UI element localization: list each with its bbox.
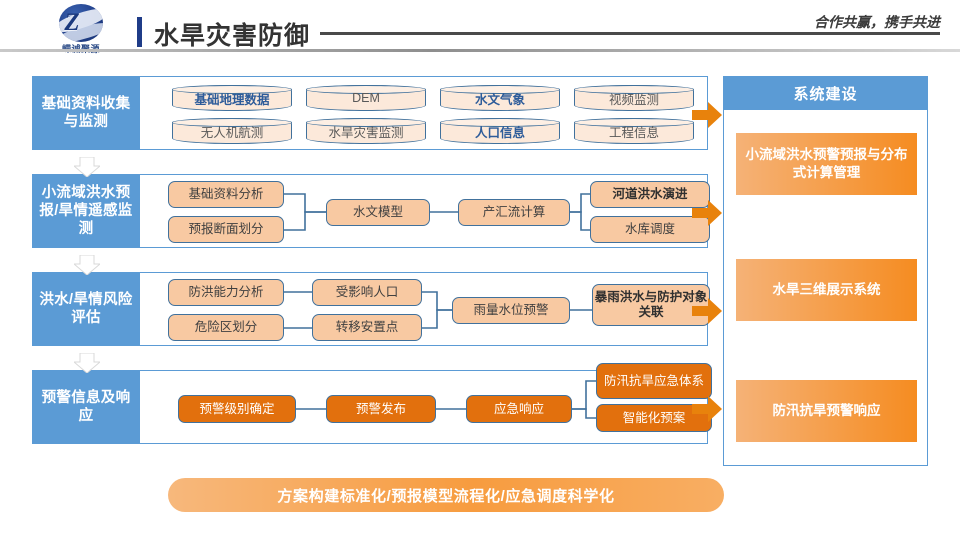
- system-construction-panel: 系统建设 小流域洪水预警预报与分布式计算管理 水旱三维展示系统 防汛抗旱预警响应: [723, 76, 928, 466]
- node-affected-population[interactable]: 受影响人口: [312, 279, 422, 306]
- node-label: 智能化预案: [622, 410, 686, 425]
- row-body-forecast: 基础资料分析 预报断面划分 水文模型 产汇流计算 河道洪水演进 水库调度: [140, 174, 710, 248]
- cylinder-top: [440, 85, 560, 94]
- node-flood-drought-monitoring[interactable]: 水旱灾害监测: [306, 118, 426, 144]
- node-label: 预警发布: [355, 401, 406, 416]
- arrow-to-system-3: [692, 298, 722, 324]
- cylinder-top: [574, 118, 694, 127]
- node-hazard-zone-division[interactable]: 危险区划分: [168, 314, 284, 341]
- node-label: 水文气象: [474, 92, 525, 107]
- node-warning-level[interactable]: 预警级别确定: [178, 395, 296, 423]
- node-storm-flood-protection-link[interactable]: 暴雨洪水与防护对象关联: [592, 284, 710, 326]
- node-label: 基础资料分析: [188, 187, 264, 201]
- company-logo: Z 嵘诚聚源: [50, 4, 112, 54]
- node-basic-data-analysis[interactable]: 基础资料分析: [168, 181, 284, 208]
- cylinder-top: [172, 118, 292, 127]
- node-label: 产汇流计算: [482, 205, 546, 219]
- row-label-forecast: 小流域洪水预报/旱情遥感监测: [32, 174, 140, 248]
- node-label: 预警级别确定: [199, 401, 275, 416]
- node-label: 人口信息: [474, 125, 525, 140]
- arrow-to-system-4: [692, 396, 722, 422]
- row3-connectors: [284, 291, 592, 329]
- node-label: 工程信息: [608, 125, 659, 140]
- panel-item-3d-display[interactable]: 水旱三维展示系统: [736, 259, 917, 321]
- title-accent-bar: [137, 17, 142, 47]
- process-flow: 基础资料收集与监测 基础地理数据 DEM 水文气象 视频监测: [32, 76, 722, 468]
- row4-connectors: [296, 380, 596, 419]
- row2-connectors: [284, 193, 590, 231]
- node-label: 应急响应: [493, 401, 544, 416]
- down-arrow-2: [74, 255, 100, 275]
- node-dem[interactable]: DEM: [306, 85, 426, 111]
- bottom-banner: 方案构建标准化/预报模型流程化/应急调度科学化: [168, 478, 724, 512]
- node-label: 无人机航测: [200, 125, 264, 140]
- page-header: Z 嵘诚聚源 水旱灾害防御 合作共赢，携手共进: [0, 0, 960, 58]
- arrow-to-system-2: [692, 200, 722, 226]
- row-body-data-collection: 基础地理数据 DEM 水文气象 视频监测 无人机航测: [140, 76, 708, 150]
- node-uav-survey[interactable]: 无人机航测: [172, 118, 292, 144]
- cylinder-top: [306, 85, 426, 94]
- panel-item-warning-response[interactable]: 防汛抗旱预警响应: [736, 380, 917, 442]
- logo-letter: Z: [64, 9, 80, 36]
- node-label: 防洪能力分析: [188, 285, 264, 299]
- row-label-warning-response: 预警信息及响应: [32, 370, 140, 444]
- page-title: 水旱灾害防御: [154, 22, 311, 50]
- node-label: 暴雨洪水与防护对象关联: [594, 290, 708, 319]
- flow-row-warning-response: 预警信息及响应 预警级别确定 预警发布 应急响应 防汛抗旱应急体系 智能化预案: [32, 353, 722, 444]
- flow-row-forecast: 小流域洪水预报/旱情遥感监测 基础资料分析 预报断面划分 水文模型 产汇流计算 …: [32, 157, 722, 248]
- node-label: DEM: [352, 91, 380, 105]
- flow-row-data-collection: 基础资料收集与监测 基础地理数据 DEM 水文气象 视频监测: [32, 76, 722, 150]
- node-label: 受影响人口: [335, 285, 399, 299]
- node-label: 视频监测: [608, 92, 659, 107]
- row-label-risk-assessment: 洪水/旱情风险评估: [32, 272, 140, 346]
- flow-row-risk-assessment: 洪水/旱情风险评估 防洪能力分析 危险区划分 受影响人口 转移安置点 雨量水位预…: [32, 255, 722, 346]
- node-hydrological-model[interactable]: 水文模型: [326, 199, 430, 226]
- node-label: 水旱灾害监测: [328, 125, 404, 140]
- node-label: 预报断面划分: [188, 222, 264, 236]
- node-label: 防汛抗旱应急体系: [603, 373, 704, 388]
- header-divider: [0, 49, 960, 52]
- node-label: 水文模型: [352, 205, 403, 219]
- node-population-info[interactable]: 人口信息: [440, 118, 560, 144]
- node-runoff-calculation[interactable]: 产汇流计算: [458, 199, 570, 226]
- node-label: 水库调度: [624, 222, 675, 236]
- cylinder-top: [306, 118, 426, 127]
- row-body-risk-assessment: 防洪能力分析 危险区划分 受影响人口 转移安置点 雨量水位预警 暴雨洪水与防护对…: [140, 272, 710, 346]
- node-emergency-response[interactable]: 应急响应: [466, 395, 572, 423]
- node-warning-release[interactable]: 预警发布: [326, 395, 436, 423]
- node-video-monitoring[interactable]: 视频监测: [574, 85, 694, 111]
- node-river-flood-routing[interactable]: 河道洪水演进: [590, 181, 710, 208]
- node-label: 基础地理数据: [194, 92, 270, 107]
- row-body-warning-response: 预警级别确定 预警发布 应急响应 防汛抗旱应急体系 智能化预案: [140, 363, 712, 444]
- cylinder-top: [574, 85, 694, 94]
- cylinder-top: [172, 85, 292, 94]
- row-label-data-collection: 基础资料收集与监测: [32, 76, 140, 150]
- down-arrow-1: [74, 157, 100, 177]
- node-label: 雨量水位预警: [473, 303, 549, 317]
- node-label: 危险区划分: [194, 320, 258, 334]
- node-flood-control-capacity[interactable]: 防洪能力分析: [168, 279, 284, 306]
- arrow-to-system-1: [692, 102, 722, 128]
- node-engineering-info[interactable]: 工程信息: [574, 118, 694, 144]
- title-rule-divider: [320, 32, 940, 35]
- cylinder-top: [440, 118, 560, 127]
- panel-item-small-basin-forecast[interactable]: 小流域洪水预警预报与分布式计算管理: [736, 133, 917, 195]
- header-slogan: 合作共赢，携手共进: [814, 14, 940, 30]
- logo-mark-icon: [59, 4, 103, 42]
- down-arrow-3: [74, 353, 100, 373]
- node-hydro-meteorology[interactable]: 水文气象: [440, 85, 560, 111]
- node-forecast-section-division[interactable]: 预报断面划分: [168, 216, 284, 243]
- node-label: 转移安置点: [335, 320, 399, 334]
- node-flood-drought-emergency-system[interactable]: 防汛抗旱应急体系: [596, 363, 712, 399]
- node-label: 河道洪水演进: [612, 187, 688, 201]
- node-basic-geo-data[interactable]: 基础地理数据: [172, 85, 292, 111]
- node-reservoir-dispatch[interactable]: 水库调度: [590, 216, 710, 243]
- node-relocation-site[interactable]: 转移安置点: [312, 314, 422, 341]
- node-rain-water-level-warning[interactable]: 雨量水位预警: [452, 297, 570, 324]
- panel-title: 系统建设: [724, 77, 927, 110]
